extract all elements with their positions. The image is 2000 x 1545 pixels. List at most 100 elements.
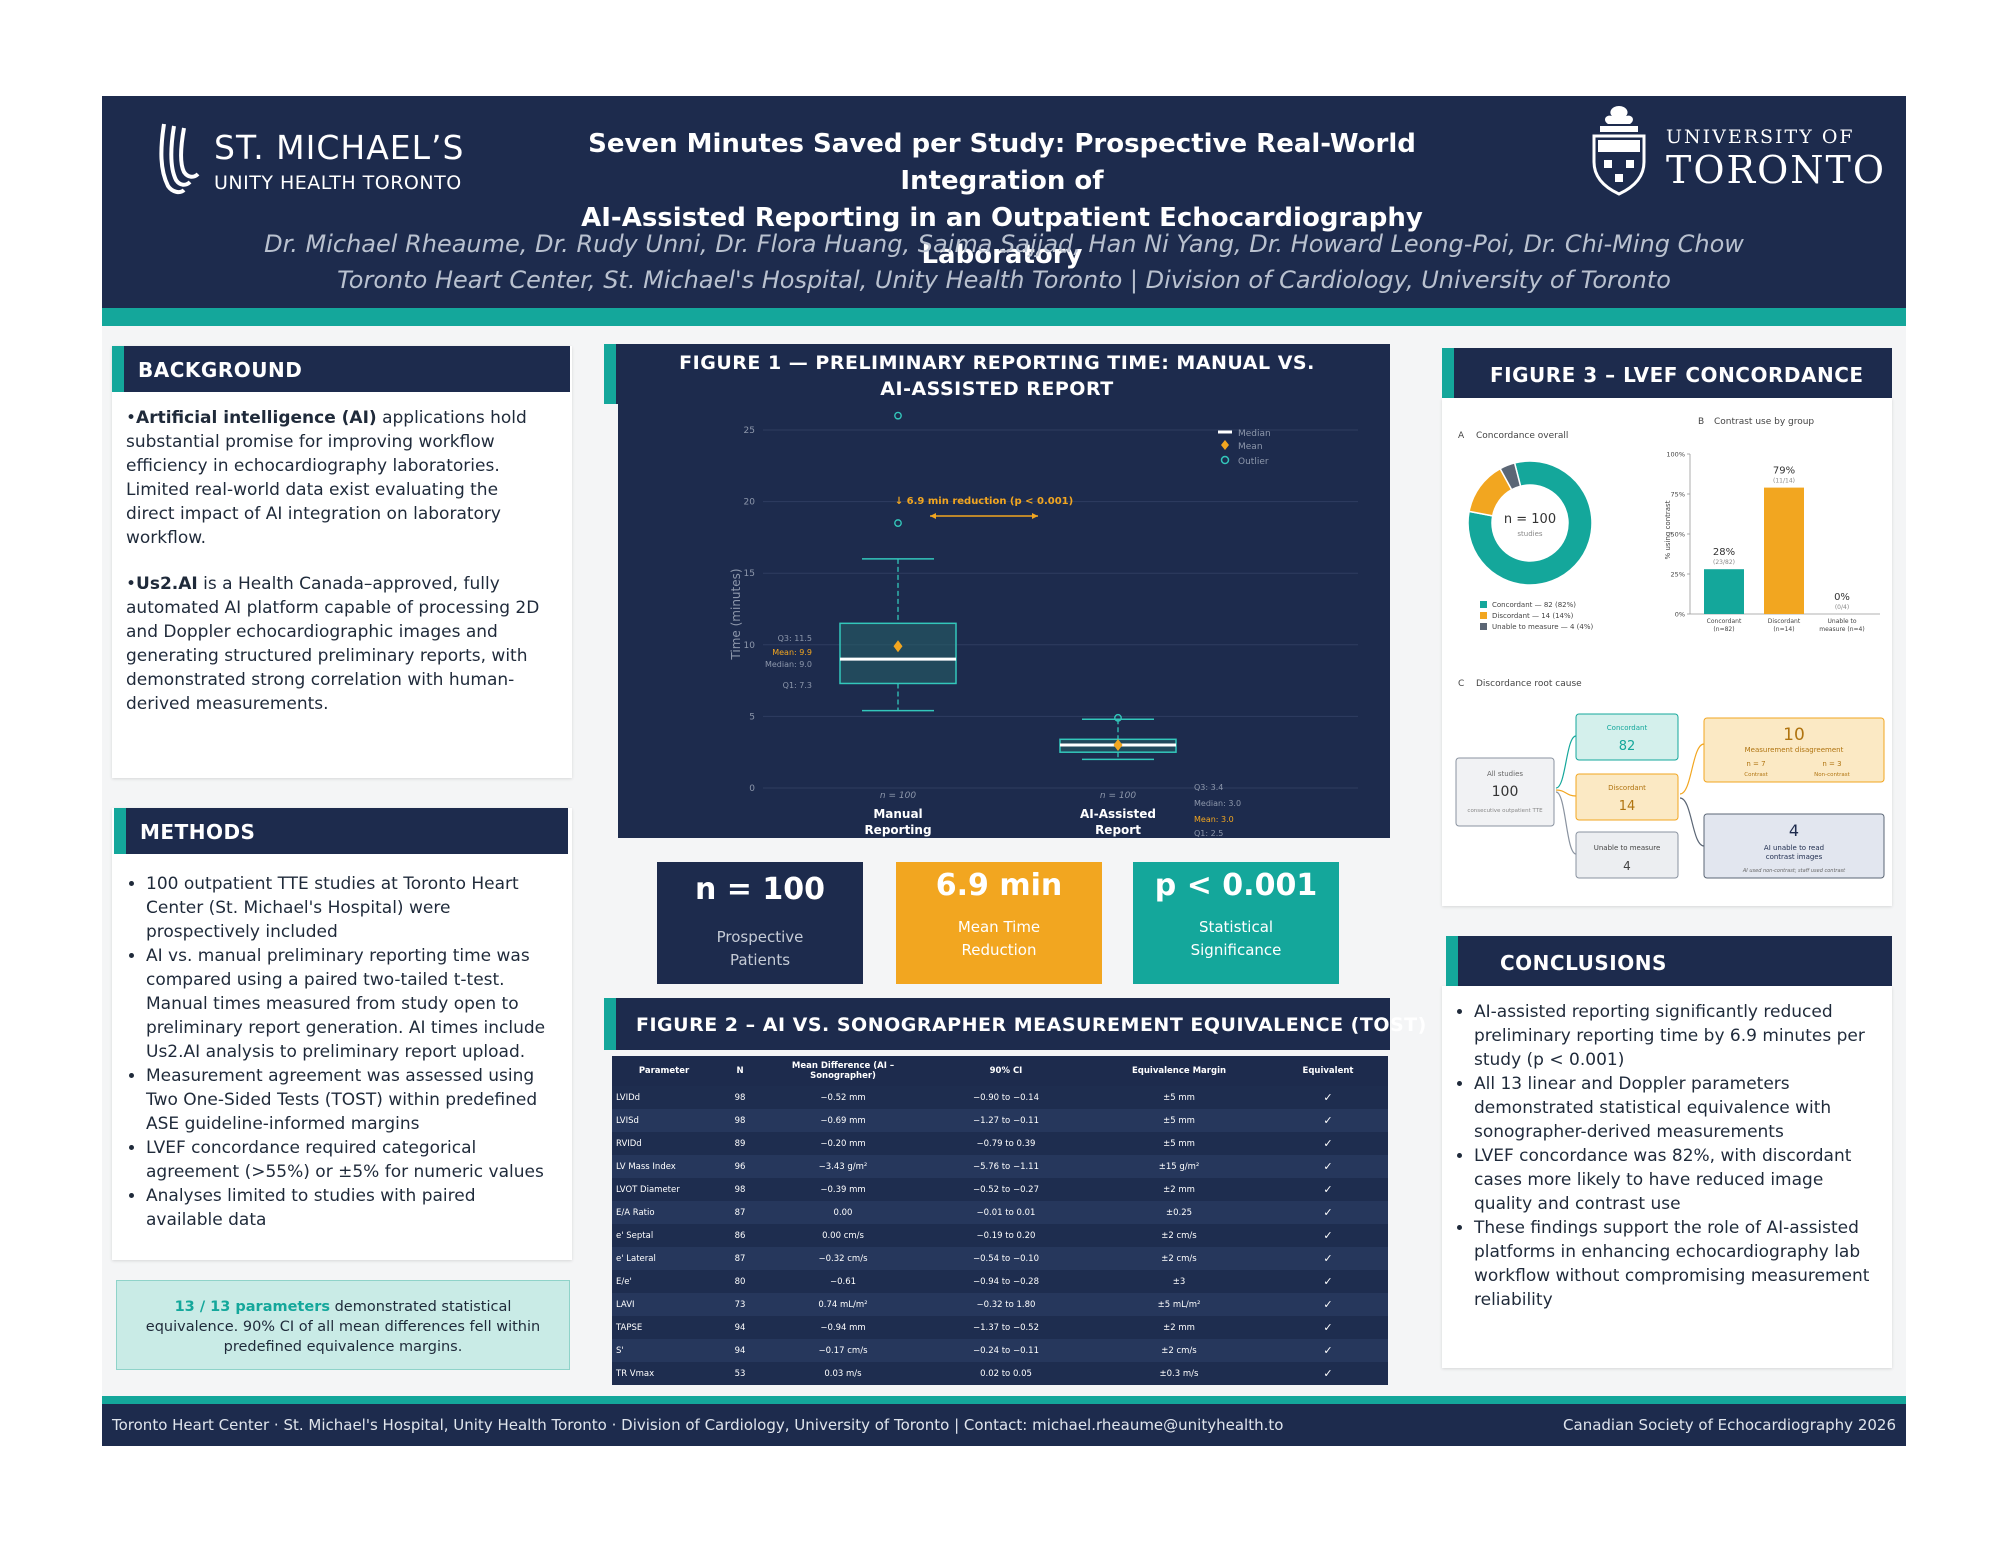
bar-value-label: 0% bbox=[1834, 592, 1850, 603]
table-cell: 73 bbox=[716, 1293, 764, 1316]
table-cell: E/A Ratio bbox=[612, 1201, 716, 1224]
table-cell: LVOT Diameter bbox=[612, 1178, 716, 1201]
table-row: E/e'80−0.61−0.94 to −0.28±3✓ bbox=[612, 1270, 1388, 1293]
y-tick-label: 25 bbox=[744, 426, 755, 436]
footer: Toronto Heart Center · St. Michael's Hos… bbox=[102, 1404, 1906, 1446]
ai-median-label: Median: 3.0 bbox=[1194, 799, 1241, 808]
panel-b-title: Contrast use by group bbox=[1714, 417, 1814, 427]
outlier-point bbox=[894, 519, 902, 527]
bar-category-label: Concordant bbox=[1707, 618, 1742, 625]
ai-mean-label: Mean: 3.0 bbox=[1194, 815, 1234, 824]
table-cell: 98 bbox=[716, 1109, 764, 1132]
title-line-2: AI-Assisted Reporting in an Outpatient E… bbox=[581, 203, 1423, 270]
header-accent-bar bbox=[102, 308, 1906, 326]
table-cell: ±5 mm bbox=[1090, 1086, 1268, 1109]
table-cell: −0.52 to −0.27 bbox=[922, 1178, 1090, 1201]
category-manual-line-2: Reporting bbox=[864, 823, 931, 837]
bar bbox=[1764, 487, 1804, 614]
table-cell: ±5 mL/m² bbox=[1090, 1293, 1268, 1316]
methods-heading: METHODS bbox=[114, 808, 568, 854]
table-cell: −0.94 to −0.28 bbox=[922, 1270, 1090, 1293]
col-ci: 90% CI bbox=[922, 1056, 1090, 1086]
table-cell: 87 bbox=[716, 1201, 764, 1224]
conclusions-item: All 13 linear and Doppler parameters dem… bbox=[1474, 1072, 1872, 1144]
header: ST. MICHAEL’S UNITY HEALTH TORONTO Seven… bbox=[102, 96, 1906, 308]
stat-reduction: 6.9 min Mean Time Reduction bbox=[896, 862, 1102, 984]
poster-title: Seven Minutes Saved per Study: Prospecti… bbox=[522, 126, 1482, 274]
table-cell: ±3 bbox=[1090, 1270, 1268, 1293]
category-ai-line-1: AI-Assisted bbox=[1080, 807, 1156, 821]
panel-c-title: Discordance root cause bbox=[1476, 679, 1582, 689]
conclusions-item: LVEF concordance was 82%, with discordan… bbox=[1474, 1144, 1872, 1216]
table-cell: −0.61 bbox=[764, 1270, 922, 1293]
figure3-heading-text: FIGURE 3 – LVEF CONCORDANCE bbox=[1490, 363, 1864, 387]
category-ai-line-2: Report bbox=[1095, 823, 1141, 837]
node-measurement-n1: n = 7 bbox=[1746, 760, 1765, 768]
stat-patients-label-2: Patients bbox=[729, 951, 791, 969]
table-cell: −0.32 cm/s bbox=[764, 1247, 922, 1270]
reduction-label: ↓ 6.9 min reduction (p < 0.001) bbox=[895, 496, 1073, 507]
col-parameter: Parameter bbox=[612, 1056, 716, 1086]
table-cell: ±5 mm bbox=[1090, 1109, 1268, 1132]
table-cell: ✓ bbox=[1268, 1132, 1388, 1155]
col-margin: Equivalence Margin bbox=[1090, 1056, 1268, 1086]
methods-item: Measurement agreement was assessed using… bbox=[146, 1064, 546, 1136]
table-cell: −0.79 to 0.39 bbox=[922, 1132, 1090, 1155]
figure1-heading-line-2: AI-ASSISTED REPORT bbox=[880, 378, 1114, 400]
bar-y-tick-label: 75% bbox=[1671, 491, 1685, 499]
smh-logo: ST. MICHAEL’S UNITY HEALTH TORONTO bbox=[154, 120, 474, 210]
col-equivalent: Equivalent bbox=[1268, 1056, 1388, 1086]
node-measurement-label: Measurement disagreement bbox=[1745, 746, 1844, 754]
bar-y-tick-label: 25% bbox=[1671, 571, 1685, 579]
conclusions-list: AI-assisted reporting significantly redu… bbox=[1454, 1000, 1872, 1312]
donut-center-label: n = 100 bbox=[1504, 512, 1556, 527]
smh-name: ST. MICHAEL’S bbox=[214, 128, 465, 167]
background-heading: BACKGROUND bbox=[112, 346, 570, 392]
bar-category-label: measure (n=4) bbox=[1819, 626, 1864, 633]
figure3-graphic: A Concordance overall n = 100 studies Co… bbox=[1455, 417, 1885, 879]
table-cell: LAVI bbox=[612, 1293, 716, 1316]
background-para-1-bold: Artificial intelligence (AI) bbox=[136, 408, 377, 428]
background-card: BACKGROUND •Artificial intelligence (AI)… bbox=[112, 346, 572, 778]
table-cell: −0.32 to 1.80 bbox=[922, 1293, 1090, 1316]
table-cell: 0.00 bbox=[764, 1201, 922, 1224]
node-ai-unable-label-1: AI unable to read bbox=[1764, 844, 1824, 852]
stat-reduction-label-1: Mean Time bbox=[957, 918, 1041, 936]
category-manual-line-1: Manual bbox=[873, 807, 922, 821]
background-para-1: •Artificial intelligence (AI) applicatio… bbox=[126, 408, 527, 548]
table-cell: −5.76 to −1.11 bbox=[922, 1155, 1090, 1178]
node-unable-label: Unable to measure bbox=[1594, 844, 1661, 852]
smh-subtitle: UNITY HEALTH TORONTO bbox=[214, 172, 462, 194]
background-para-1-text: applications hold substantial promise fo… bbox=[126, 408, 527, 548]
y-tick-label: 10 bbox=[744, 641, 756, 651]
node-concordant bbox=[1575, 713, 1679, 761]
legend-median: Median bbox=[1238, 429, 1271, 439]
node-measurement-n1-sub: Contrast bbox=[1744, 772, 1768, 778]
conclusions-heading: CONCLUSIONS bbox=[1446, 936, 1892, 986]
manual-q3-label: Q3: 11.5 bbox=[778, 634, 812, 643]
panel-a-title: Concordance overall bbox=[1476, 431, 1568, 441]
donut-slice bbox=[1467, 460, 1593, 586]
bar-sub-label: (11/14) bbox=[1773, 478, 1795, 485]
conclusions-item: These findings support the role of AI-as… bbox=[1474, 1216, 1872, 1312]
uoft-line-2: TORONTO bbox=[1666, 148, 1887, 192]
table-cell: ✓ bbox=[1268, 1155, 1388, 1178]
footer-accent-bar bbox=[102, 1396, 1906, 1404]
mean-marker bbox=[1113, 739, 1123, 752]
table-cell: −3.43 g/m² bbox=[764, 1155, 922, 1178]
title-line-1: Seven Minutes Saved per Study: Prospecti… bbox=[588, 129, 1416, 196]
table-row: S'94−0.17 cm/s−0.24 to −0.11±2 cm/s✓ bbox=[612, 1339, 1388, 1362]
background-para-2-bold: Us2.AI bbox=[136, 574, 198, 594]
donut-slice bbox=[1499, 462, 1522, 491]
node-all-studies-sub: consecutive outpatient TTE bbox=[1467, 808, 1543, 814]
table-cell: −1.37 to −0.52 bbox=[922, 1316, 1090, 1339]
node-discordant-label: Discordant bbox=[1608, 784, 1646, 792]
bar-category-label: (n=82) bbox=[1713, 626, 1734, 633]
table-cell: ✓ bbox=[1268, 1086, 1388, 1109]
tost-table: Parameter N Mean Difference (AI – Sonogr… bbox=[612, 1056, 1388, 1385]
legend-concordant: Concordant — 82 (82%) bbox=[1492, 601, 1576, 609]
